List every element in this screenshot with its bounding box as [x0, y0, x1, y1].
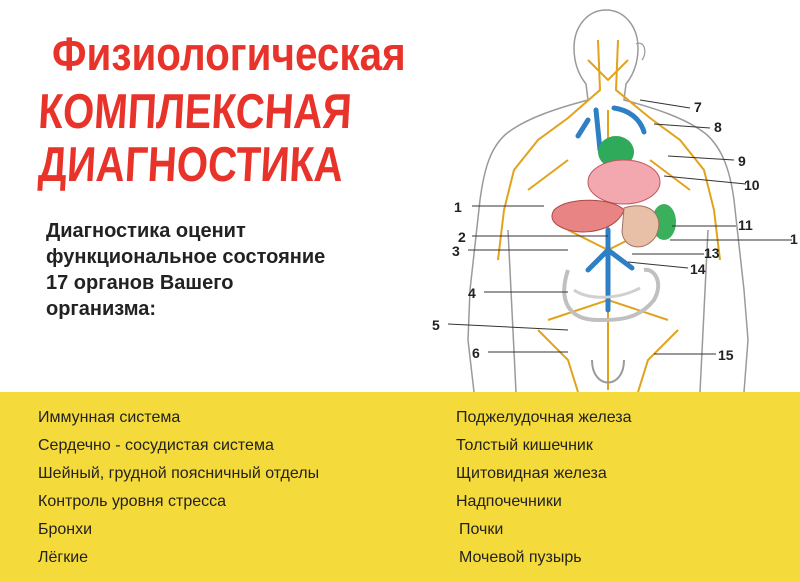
list-item: Сердечно - сосудистая система: [38, 437, 274, 454]
label-10: 10: [744, 177, 760, 193]
label-1: 1: [454, 199, 462, 215]
label-2: 2: [458, 229, 466, 245]
heading-line-3: ДИАГНОСТИКА: [36, 138, 345, 192]
list-item: Почки: [459, 521, 504, 538]
label-14: 14: [690, 261, 706, 277]
organ-list-left: Иммунная система Сердечно - сосудистая с…: [38, 404, 319, 572]
list-item: Надпочечники: [456, 493, 562, 510]
body-outline: [467, 9, 749, 392]
stomach-shape: [621, 205, 660, 248]
list-item: Контроль уровня стресса: [38, 493, 227, 510]
heading-line-2: КОМПЛЕКСНАЯ: [36, 85, 354, 139]
list-item: Лёгкие: [38, 549, 89, 566]
list-item: Шейный, грудной поясничный отделы: [38, 465, 320, 482]
anatomy-illustration: 7 8 9 10 1 11 2 1 3 13 14 4 5 6 15: [432, 9, 798, 392]
label-15: 15: [718, 347, 734, 363]
intro-line-2: функциональное состояние: [46, 246, 326, 268]
heading-line-1: Физиологическая: [52, 27, 406, 80]
organ-list-right: Поджелудочная железа Толстый кишечник Щи…: [456, 404, 632, 572]
list-item: Мочевой пузырь: [459, 549, 582, 566]
label-6: 6: [472, 345, 480, 361]
vessels: [575, 105, 647, 313]
label-4: 4: [468, 285, 476, 301]
intro-line-3: 17 органов Вашего: [46, 272, 234, 294]
label-13: 13: [704, 245, 720, 261]
label-1-right: 1: [790, 231, 798, 247]
list-item: Щитовидная железа: [456, 465, 607, 482]
intro-line-4: организма:: [46, 298, 157, 320]
label-11: 11: [738, 217, 753, 233]
list-item: Толстый кишечник: [456, 437, 593, 454]
label-3: 3: [452, 243, 460, 259]
label-9: 9: [738, 153, 746, 169]
label-7: 7: [694, 99, 702, 115]
liver-shape: [551, 199, 625, 233]
intro-line-1: Диагностика оценит: [46, 220, 246, 242]
label-8: 8: [714, 119, 722, 135]
list-item: Поджелудочная железа: [456, 409, 632, 426]
intro-text: Диагностика оценит функциональное состоя…: [46, 218, 426, 322]
intestine-shape: [562, 267, 661, 323]
lung-shape: [587, 159, 661, 205]
label-5: 5: [432, 317, 440, 333]
list-item: Бронхи: [38, 521, 93, 538]
organ-list-band: [0, 392, 800, 582]
bladder-shape: [591, 359, 625, 384]
list-item: Иммунная система: [38, 409, 181, 426]
